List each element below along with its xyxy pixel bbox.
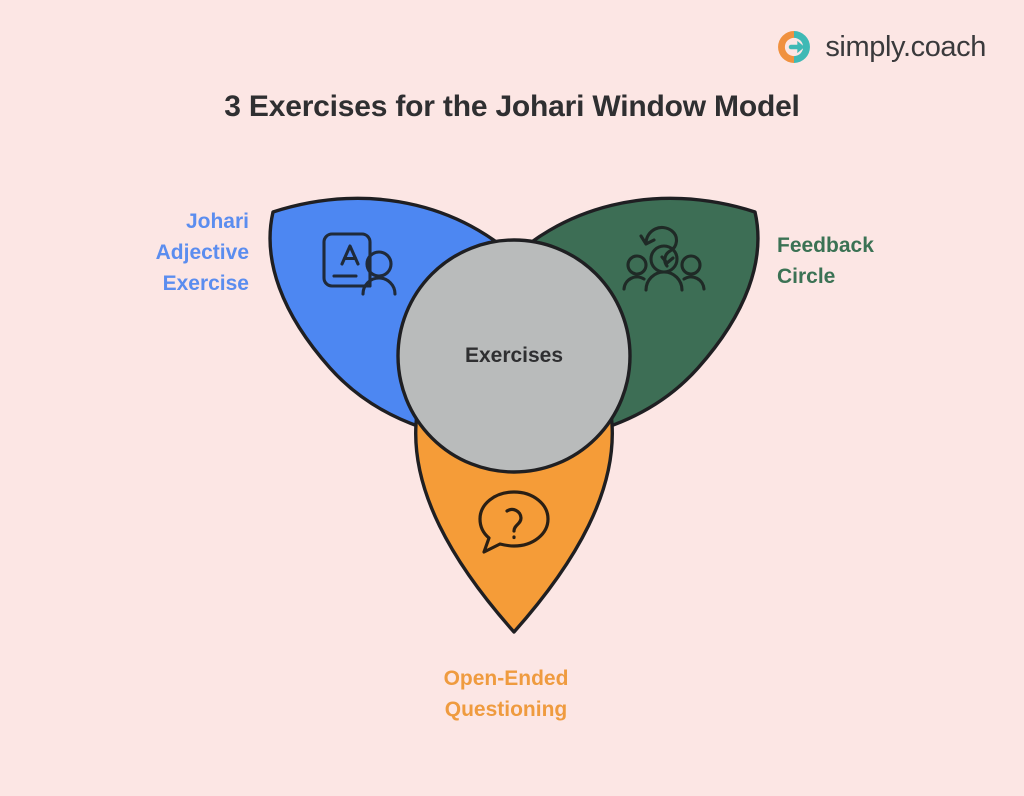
question-speech-bubble-icon	[478, 490, 550, 554]
label-open-ended-questioning: Open-Ended Questioning	[443, 667, 569, 721]
center-circle-exercises[interactable]	[396, 238, 632, 474]
label-johari-adjective-exercise: Johari Adjective Exercise	[155, 210, 249, 295]
brand-logo: simply.coach	[775, 28, 986, 66]
page-title: 3 Exercises for the Johari Window Model	[224, 90, 800, 123]
center-label: Exercises	[464, 344, 564, 367]
label-feedback-circle: Feedback Circle	[777, 234, 874, 288]
brand-name: simply.coach	[825, 30, 986, 63]
circular-arrow-icon	[778, 31, 811, 63]
id-card-person-icon	[322, 232, 397, 296]
group-feedback-loop-icon	[622, 225, 706, 292]
